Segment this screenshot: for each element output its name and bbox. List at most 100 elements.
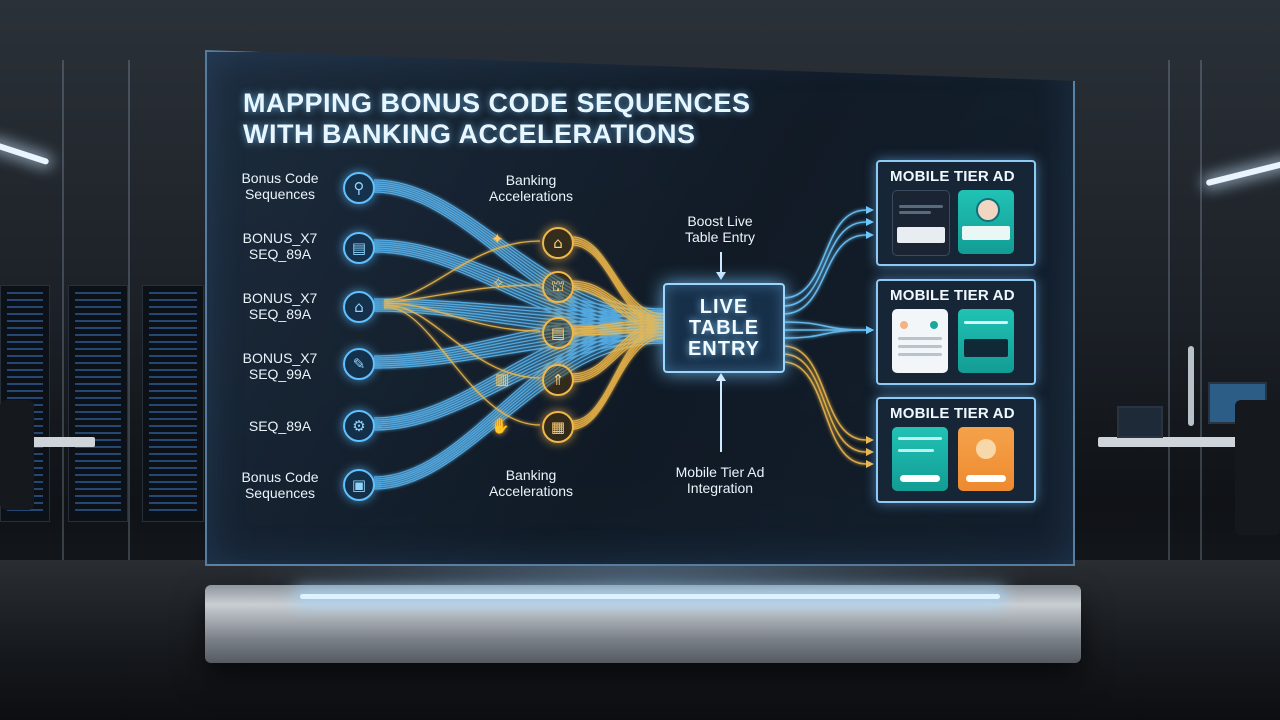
server-rack [68, 285, 128, 522]
gold-flow-line [571, 236, 664, 315]
glass-wall [1200, 60, 1202, 570]
door-handle [1188, 346, 1194, 426]
gold-feed-line [383, 240, 541, 301]
boost-arrow-head [716, 272, 726, 280]
blue-flow-line [373, 334, 664, 367]
gold-feed-line [383, 305, 541, 379]
gold-output-line [782, 353, 867, 453]
title-line-2: WITH BANKING ACCELERATIONS [243, 119, 696, 149]
live-table-entry-box: LIVE TABLE ENTRY [663, 283, 785, 373]
mobile-tier-ad-card-3[interactable]: MOBILE TIER AD [876, 397, 1036, 503]
blue-flow-line [373, 185, 664, 322]
terminal-icon: ▤ [343, 232, 375, 264]
building-icon: ▦ [542, 411, 574, 443]
live-line-1: LIVE [699, 295, 749, 318]
blue-flow-line [373, 318, 664, 359]
gold-flow-line [571, 325, 664, 377]
blue-flow-line [373, 322, 664, 361]
output-arrow-head [866, 326, 874, 334]
gold-flow-line [571, 238, 664, 318]
gold-flow-line [571, 328, 664, 379]
output-arrow-head [866, 460, 874, 468]
glass-wall [62, 60, 64, 570]
gear-box-icon: ⚙ [343, 410, 375, 442]
blue-flow-line [373, 330, 664, 365]
blue-flow-line [373, 318, 664, 478]
ad-title: MOBILE TIER AD [890, 405, 1015, 422]
blue-flow-line [373, 332, 664, 427]
blue-flow-line [373, 243, 664, 320]
output-arrow-head [866, 218, 874, 226]
blue-output-line [782, 221, 867, 307]
cash-icon: ✦ [491, 230, 504, 248]
arrow-up-icon: ⇑ [542, 364, 574, 396]
gold-flow-line [571, 319, 664, 328]
gold-flow-line [571, 282, 664, 321]
gold-flow-line [571, 328, 664, 424]
gold-flow-line [571, 331, 664, 381]
gold-flow-line [571, 240, 664, 321]
blue-flow-line [373, 241, 664, 316]
blue-flow-line [373, 324, 664, 423]
blue-flow-line [373, 338, 664, 488]
blue-output-line [782, 329, 867, 339]
desk [0, 437, 95, 447]
gold-flow-line [571, 337, 664, 430]
bank-icon: ⛫ [542, 271, 574, 303]
phone-mockup [958, 309, 1014, 373]
blue-flow-line [373, 326, 664, 482]
gold-feed-line [383, 284, 541, 303]
blue-flow-line [373, 338, 664, 369]
hand-icon: ✋ [491, 417, 510, 435]
blue-flow-line [373, 304, 664, 326]
monitor [1117, 406, 1163, 438]
output-arrow-head [866, 231, 874, 239]
blue-flow-line [373, 334, 664, 486]
gold-flow-line [571, 322, 664, 375]
ad-title: MOBILE TIER AD [890, 287, 1015, 304]
output-arrow-head [866, 448, 874, 456]
output-arrow-head [866, 436, 874, 444]
blue-flow-line [373, 187, 664, 326]
gold-flow-line [571, 334, 664, 383]
blue-flow-line [373, 330, 664, 484]
title-line-1: MAPPING BONUS CODE SEQUENCES [243, 88, 751, 118]
blue-flow-line [373, 316, 664, 419]
document-icon: ▤ [542, 317, 574, 349]
card-icon: ▥ [495, 370, 510, 388]
mobile-tier-ad-card-1[interactable]: MOBILE TIER AD [876, 160, 1036, 266]
coin-icon: ✧ [492, 274, 505, 292]
stand-light [300, 594, 1000, 599]
blue-output-line [782, 234, 867, 315]
output-arrow-head [866, 206, 874, 214]
live-line-2: TABLE [688, 316, 760, 339]
mobile-arrow-line [720, 380, 722, 452]
gold-flow-line [571, 325, 664, 422]
gold-flow-line [571, 284, 664, 324]
phone-mockup [892, 190, 950, 256]
gold-output-line [782, 345, 867, 441]
desk [1098, 437, 1280, 447]
blue-flow-line [373, 245, 664, 324]
blue-flow-line [373, 340, 664, 431]
blue-output-line [782, 209, 867, 299]
safe-icon: ▣ [343, 469, 375, 501]
blue-flow-line [373, 336, 664, 429]
boost-arrow-line [720, 252, 722, 274]
mobile-tier-ad-card-2[interactable]: MOBILE TIER AD [876, 279, 1036, 385]
glass-wall [1168, 60, 1170, 570]
phone-mockup [892, 427, 948, 491]
page-title: MAPPING BONUS CODE SEQUENCES WITH BANKIN… [243, 88, 751, 150]
blue-flow-line [373, 310, 664, 338]
wrench-icon: ✎ [343, 348, 375, 380]
building-icon: ⌂ [542, 227, 574, 259]
